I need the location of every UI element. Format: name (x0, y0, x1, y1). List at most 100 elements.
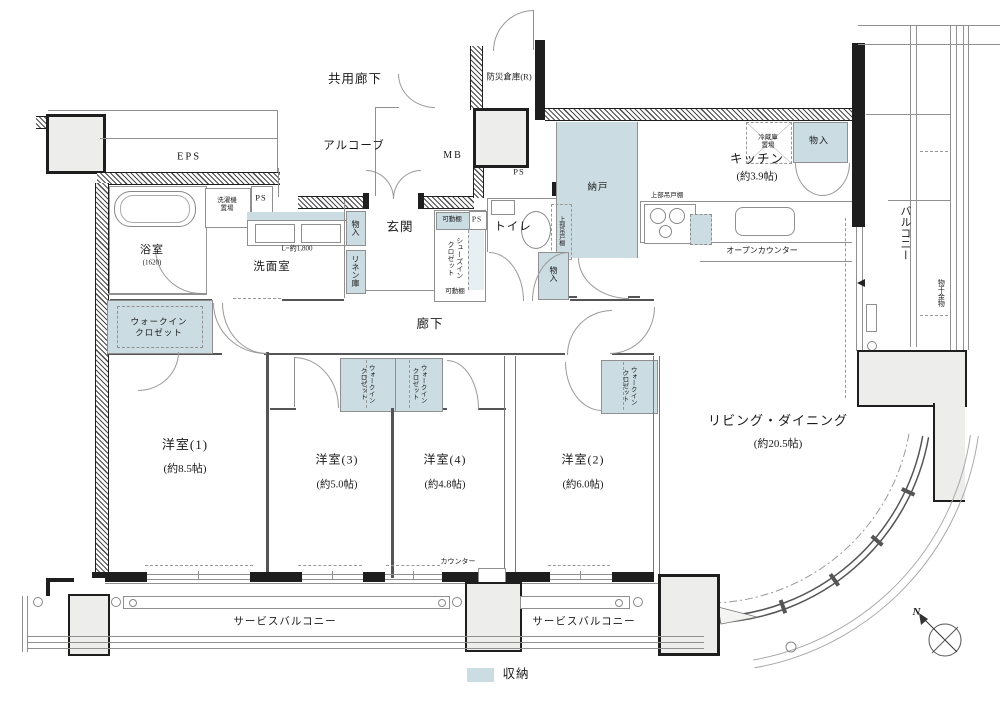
wall (535, 40, 545, 120)
curtain-line (548, 565, 610, 566)
bathroom-label: 浴室 (140, 244, 164, 257)
balcony-line (968, 25, 969, 350)
balcony-railing (520, 596, 630, 609)
balcony-line (910, 25, 911, 347)
drying-fixture-mark (920, 151, 948, 152)
concrete-corner-block (933, 403, 965, 502)
drain-icon (111, 597, 121, 607)
window-line (550, 574, 612, 575)
bathtub (114, 191, 196, 227)
ps-label: PS (471, 214, 483, 224)
bedroom2-size-label: (約6.0帖) (562, 479, 604, 491)
wall (612, 353, 654, 355)
wall (570, 299, 654, 301)
legend-label: 収納 (502, 667, 530, 682)
window-mullion (332, 571, 333, 580)
north-label: N (912, 606, 922, 619)
fridge-line1: 冷蔵庫 (758, 133, 778, 141)
alcove-label: アルコーブ (323, 139, 385, 152)
wall (424, 196, 474, 209)
sic-shelf-strip (468, 230, 484, 290)
washer-space (205, 188, 251, 228)
fridge-space-label: 冷蔵庫置場 (758, 134, 778, 150)
door-jamb (418, 193, 424, 209)
door-jamb (363, 193, 369, 209)
counter-edge (640, 201, 641, 242)
wall-pier (363, 572, 385, 582)
drain-icon (452, 597, 462, 607)
balcony-partition (866, 304, 877, 332)
burner-icon (669, 208, 685, 224)
living-dining-size-label: (約20.5帖) (753, 438, 803, 451)
common-corridor-label: 共用廊下 (327, 72, 383, 87)
bedroom2-label: 洋室(2) (561, 452, 605, 467)
wall (46, 578, 74, 582)
counter-ledge (700, 261, 852, 262)
living-dining-label: リビング・ダイニング (707, 412, 849, 428)
balcony-railing (123, 596, 450, 609)
bedroom4-size-label: (約4.8帖) (424, 479, 466, 491)
balcony-divider-block (658, 574, 720, 656)
corridor-label: 廊下 (416, 317, 444, 332)
vanity-width-label: L=約1,800 (281, 244, 313, 253)
wic-shelf-line (409, 360, 410, 408)
kitchen-closet-label: 物入 (808, 135, 830, 146)
curtain-line (298, 565, 362, 566)
drying-fixture-label: 物干金物 (937, 279, 946, 307)
line (556, 122, 557, 258)
vanity-upper-cabinet (247, 212, 345, 220)
door-leaf (533, 10, 534, 50)
window-mullion (198, 571, 199, 580)
wic-door-arc (138, 352, 179, 391)
wall-pier (612, 572, 654, 582)
wall (628, 296, 640, 298)
wall (391, 408, 394, 578)
line (48, 110, 278, 111)
wic-line2: クロゼット (359, 367, 366, 401)
eps-label: EPS (176, 151, 202, 163)
wall (473, 162, 484, 198)
living-door-arc (610, 307, 655, 354)
door-leaf (294, 357, 295, 407)
line (278, 168, 279, 197)
wall (108, 293, 206, 295)
counter-label: カウンター (440, 557, 476, 566)
curved-balcony (560, 370, 1000, 706)
pantry-door-arc (578, 258, 629, 299)
wall (92, 572, 110, 578)
mb-door-arc (398, 74, 435, 108)
mb-label: MB (443, 149, 463, 161)
entrance-closet-label: 物入 (351, 220, 360, 236)
upper-cabinet-label: 上部吊戸棚 (650, 191, 684, 199)
open-counter-label: オープンカウンター (726, 246, 798, 255)
wall (653, 356, 660, 578)
bedroom3-size-label: (約5.0帖) (316, 479, 358, 491)
concrete-corner-block (857, 350, 967, 407)
refrigerator-space (746, 122, 792, 164)
railing-mark-icon (615, 599, 623, 607)
entrance-door-arc (393, 170, 421, 199)
wall (344, 200, 345, 298)
vanity-sink (301, 224, 341, 243)
shaft-block (473, 108, 529, 168)
kitchen-label: キッチン (729, 152, 785, 167)
wall-pier (505, 572, 550, 582)
line (375, 108, 376, 196)
balcony-line (916, 25, 917, 347)
kitchen-sink (735, 207, 795, 236)
wall (266, 352, 269, 578)
balcony-line (956, 25, 957, 350)
wall (552, 182, 558, 196)
building-face-line (105, 583, 660, 584)
concrete-column (46, 114, 106, 174)
burner-icon (659, 225, 672, 238)
wic-line2: クロゼット (411, 367, 418, 401)
curtain-line (386, 565, 440, 566)
curtain-line (145, 565, 253, 566)
wic-line2: クロゼット (135, 327, 183, 337)
wall (504, 356, 516, 578)
wic-3 (340, 358, 396, 412)
bedroom1-size-label: (約8.5帖) (163, 463, 207, 476)
overhang-line (845, 218, 846, 398)
